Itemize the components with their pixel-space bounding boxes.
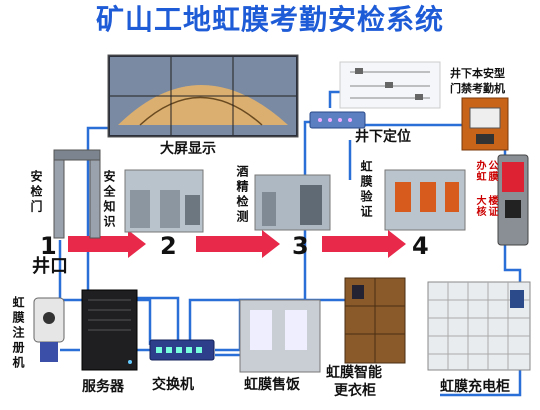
iris-charging-label: 虹膜充电柜	[440, 379, 510, 395]
main-switch	[149, 339, 215, 361]
safety-knowledge-label: 安全知识	[102, 170, 116, 230]
big-screen-wall	[107, 54, 299, 138]
step-number-3: 3	[292, 232, 309, 260]
flow-arrow-1-2	[68, 230, 146, 258]
server-label: 服务器	[82, 379, 124, 395]
underground-position-label: 井下定位	[355, 129, 411, 145]
iris-meal-counter	[239, 299, 321, 373]
alcohol-test-photo	[254, 174, 331, 231]
big-screen-label: 大屏显示	[160, 141, 216, 157]
switch-label: 交换机	[152, 377, 194, 393]
iris-locker	[344, 277, 406, 364]
iris-kiosk	[497, 154, 529, 246]
kiosk-note-1: 办虹	[474, 160, 485, 182]
server-tower	[81, 289, 138, 371]
iris-register-device	[33, 297, 65, 362]
kiosk-note-4: 楼证	[486, 195, 497, 217]
well-mouth-label: 井口	[32, 256, 68, 277]
security-gate	[53, 149, 101, 239]
safety-knowledge-photo	[124, 169, 204, 233]
iris-meal-label: 虹膜售饭	[244, 377, 300, 393]
iris-verify-photo	[384, 169, 466, 231]
iris-register-label: 虹膜注册机	[11, 296, 25, 371]
kiosk-note-3: 大核	[474, 195, 485, 217]
iris-charging-cabinet	[427, 281, 531, 371]
attendance-machine-label-1: 井下本安型	[450, 67, 505, 80]
iris-locker-label-1: 虹膜智能	[326, 365, 382, 381]
step-number-2: 2	[160, 232, 177, 260]
kiosk-note-2: 公膜	[486, 160, 497, 182]
attendance-machine	[461, 97, 509, 151]
alcohol-test-label: 酒精检测	[235, 165, 249, 225]
flow-arrows	[68, 230, 406, 258]
network-topology	[339, 61, 441, 109]
iris-verify-label: 虹膜验证	[359, 160, 373, 220]
page-title: 矿山工地虹膜考勤安检系统	[95, 3, 444, 36]
step-number-1: 1	[40, 232, 57, 260]
iris-locker-label-2: 更衣柜	[334, 383, 376, 399]
attendance-machine-label-2: 门禁考勤机	[450, 82, 505, 95]
flow-arrow-2-3	[196, 230, 280, 258]
security-gate-label: 安检门	[29, 170, 43, 215]
step-number-4: 4	[412, 232, 429, 260]
flow-arrow-3-4	[322, 230, 406, 258]
position-switch	[309, 111, 366, 129]
